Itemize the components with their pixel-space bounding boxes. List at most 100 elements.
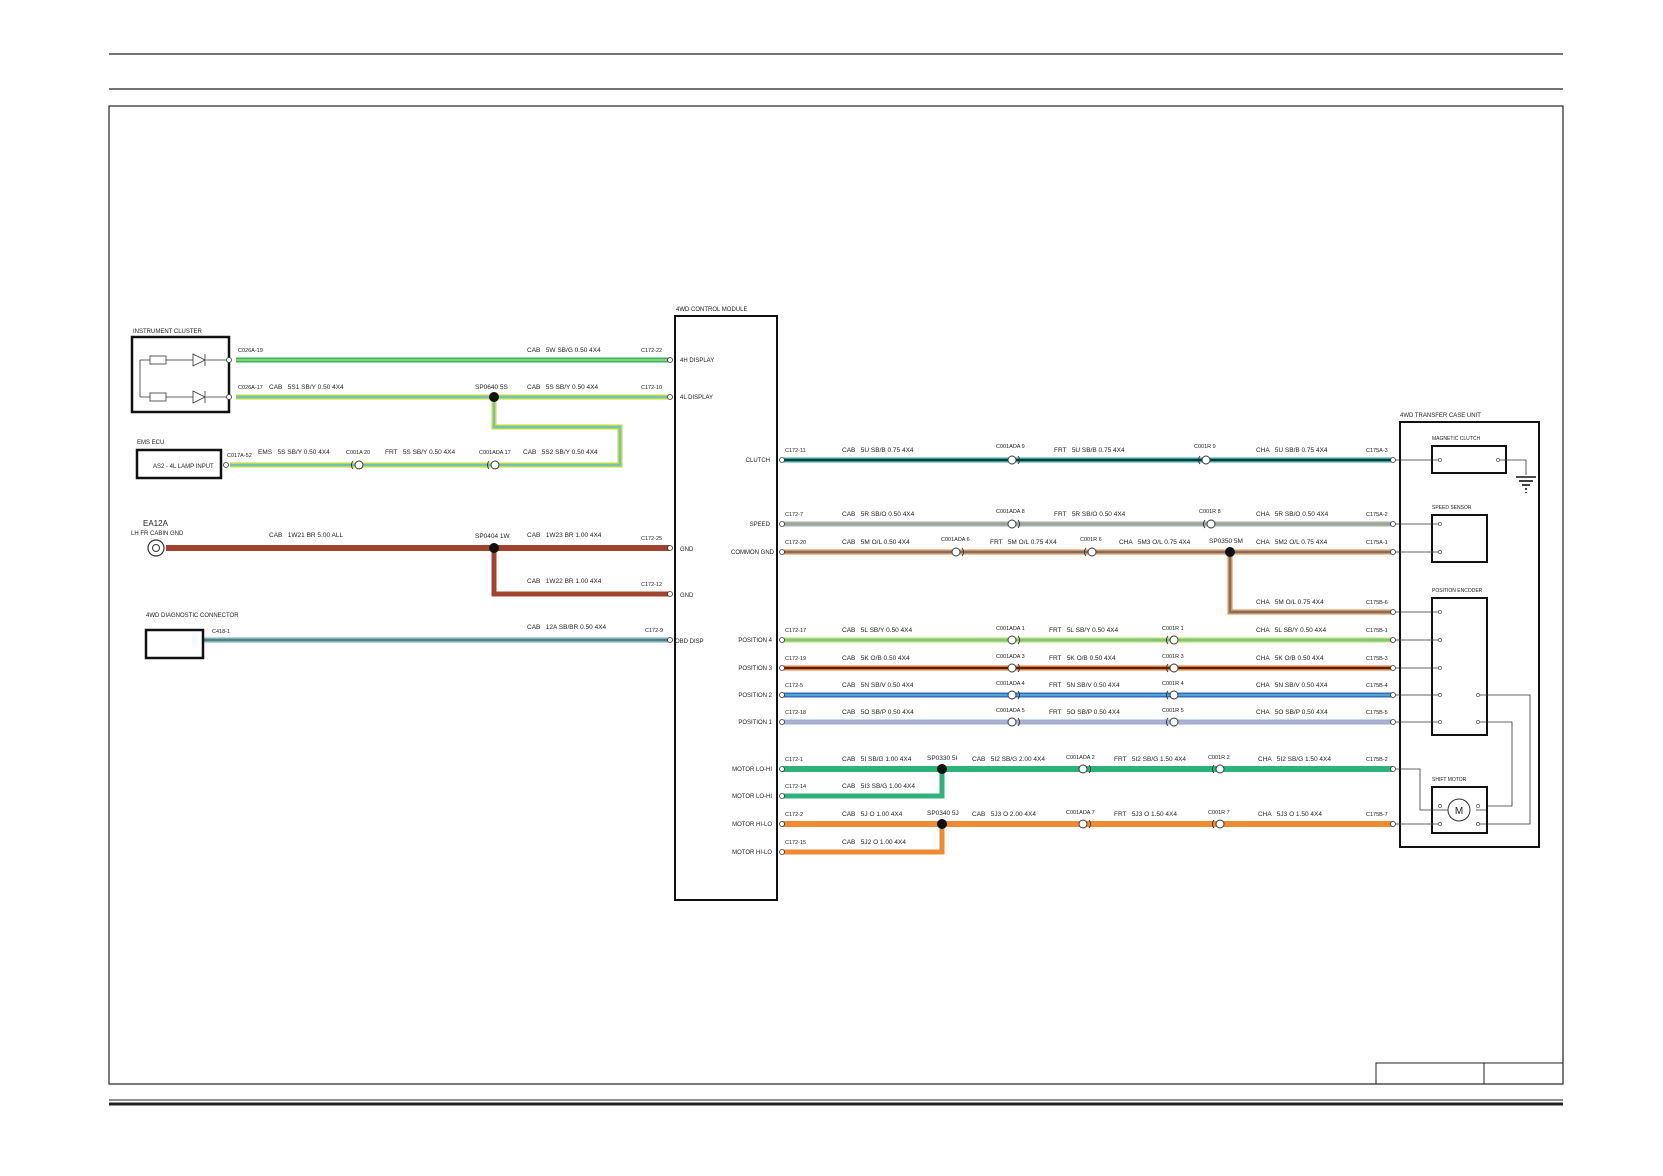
ground-eyelet-icon <box>147 539 165 557</box>
conn-label: C175A-3 <box>1366 448 1388 454</box>
conn-label: C172-10 <box>641 385 662 391</box>
conn-label: C418-1 <box>212 629 230 635</box>
wire-label: CAB 5J3 O 2.00 4X4 <box>972 811 1036 818</box>
wire-label: CAB 5J2 O 1.00 4X4 <box>842 839 906 846</box>
motor-symbol: M <box>1455 806 1463 817</box>
conn-label: C172-1 <box>785 757 803 763</box>
conn-label: C175B-5 <box>1366 710 1388 716</box>
wire-label: FRT 5S SB/Y 0.50 4X4 <box>385 449 455 456</box>
conn-label: C001R 4 <box>1162 681 1184 687</box>
inline-connector-r4-icon <box>1166 690 1179 700</box>
wire-5i-motor-lohi <box>782 766 1393 799</box>
wire-label: CAB 5O SB/P 0.50 4X4 <box>842 709 914 716</box>
wire-label: CAB 1W22 BR 1.00 4X4 <box>527 578 602 585</box>
wire-label: CAB 1W23 BR 1.00 4X4 <box>527 532 602 539</box>
wire-label: FRT 5J3 O 1.50 4X4 <box>1114 811 1177 818</box>
wire-label: CHA 5K O/B 0.50 4X4 <box>1256 655 1324 662</box>
pin-position-1: POSITION 1 <box>738 720 772 726</box>
conn-label: C172-7 <box>785 512 803 518</box>
magnetic-clutch-title: MAGNETIC CLUTCH <box>1432 436 1480 442</box>
conn-label: C001R 9 <box>1194 444 1216 450</box>
control-module-title: 4WD CONTROL MODULE <box>676 307 747 313</box>
wire-label: CAB 5K O/B 0.50 4X4 <box>842 655 910 662</box>
wire-label: FRT 5O SB/P 0.50 4X4 <box>1049 709 1120 716</box>
pin-position-3: POSITION 3 <box>738 666 772 672</box>
wire-label: CHA 5M2 O/L 0.75 4X4 <box>1256 539 1328 546</box>
pin-speed: SPEED <box>750 522 771 528</box>
inline-connector-r7-icon <box>1212 819 1225 829</box>
wire-label: CAB 5W SB/G 0.50 4X4 <box>527 347 601 354</box>
inline-connector-r8-icon <box>1203 519 1216 529</box>
wire-label: FRT 5R SB/O 0.50 4X4 <box>1054 511 1126 518</box>
splice-sp0350-icon <box>1225 547 1235 557</box>
splice-label: SP0330 5I <box>927 755 958 762</box>
page-frame <box>108 53 1564 1106</box>
wire-label: CHA 5O SB/P 0.50 4X4 <box>1256 709 1328 716</box>
motor-icon <box>1447 798 1471 822</box>
inline-connector-c001ada17-icon <box>487 460 500 470</box>
conn-label: C175A-2 <box>1366 512 1388 518</box>
pin-gnd-2: GND <box>680 593 694 599</box>
conn-label: C172-14 <box>785 784 806 790</box>
wire-label: CAB 5L SB/Y 0.50 4X4 <box>842 627 912 634</box>
wire-label: CAB 5S SB/Y 0.50 4X4 <box>527 384 598 391</box>
conn-label: C175B-2 <box>1366 757 1388 763</box>
ems-ecu-pin-label: AS2 - 4L LAMP INPUT <box>153 464 214 470</box>
pin-common-gnd: COMMON GND <box>731 550 775 556</box>
wire-label: CHA 5U SB/B 0.75 4X4 <box>1256 447 1328 454</box>
instrument-cluster: INSTRUMENT CLUSTER <box>130 329 232 414</box>
pin-clutch: CLUTCH <box>746 458 770 464</box>
wire-label: CHA 5I2 SB/G 1.50 4X4 <box>1258 756 1331 763</box>
inline-connector-c001a20-icon <box>351 460 364 470</box>
ground-label: LH FR CABIN GND <box>131 531 184 537</box>
ground-symbol-icon <box>1516 476 1536 493</box>
conn-label: C001R 3 <box>1162 654 1184 660</box>
splice-label: SP0404 1W <box>475 533 511 540</box>
pin-motor-lo-hi-1: MOTOR LO-HI <box>732 767 772 773</box>
wire-labels: CAB 5W SB/G 0.50 4X4 CAB 5S1 SB/Y 0.50 4… <box>258 347 1331 846</box>
wire-label: CAB 1W21 BR 5.00 ALL <box>269 532 343 539</box>
ground-ea12a: EA12A LH FR CABIN GND <box>131 519 184 557</box>
wire-label: CAB 5N SB/V 0.50 4X4 <box>842 682 914 689</box>
wire-5m-common <box>782 549 1393 615</box>
inline-connector-ada4-icon <box>1007 690 1020 700</box>
pin-position-2: POSITION 2 <box>738 693 772 699</box>
wire-label: CHA 5N SB/V 0.50 4X4 <box>1256 682 1328 689</box>
conn-label: C172-22 <box>641 348 662 354</box>
conn-label: C172-2 <box>785 812 803 818</box>
wire-label: CAB 5R SB/O 0.50 4X4 <box>842 511 915 518</box>
led-4l-icon <box>192 390 206 404</box>
splice-label: SP0350 5M <box>1209 538 1243 545</box>
conn-label: C175B-3 <box>1366 656 1388 662</box>
instrument-cluster-title: INSTRUMENT CLUSTER <box>133 329 203 335</box>
conn-label: C175B-7 <box>1366 812 1388 818</box>
conn-label: C172-5 <box>785 683 803 689</box>
conn-label: C001ADA 8 <box>996 509 1025 515</box>
pin-motor-lo-hi-2: MOTOR LO-HI <box>732 794 772 800</box>
led-4h-icon <box>192 353 206 367</box>
conn-label: C001R 6 <box>1080 537 1102 543</box>
pin-4l-display: 4L DISPLAY <box>680 395 713 401</box>
speed-sensor-title: SPEED SENSOR <box>1432 505 1472 511</box>
pin-4h-display: 4H DISPLAY <box>680 358 714 364</box>
diagnostic-connector: 4WD DIAGNOSTIC CONNECTOR <box>144 613 239 660</box>
inline-connector-ada2-icon <box>1078 764 1091 774</box>
conn-label: C001ADA 9 <box>996 444 1025 450</box>
wire-label: CAB 5M O/L 0.50 4X4 <box>842 539 910 546</box>
conn-label: C175A-1 <box>1366 540 1388 546</box>
conn-label: C175B-6 <box>1366 600 1388 606</box>
inline-connector-r1-icon <box>1166 635 1179 645</box>
wire-label: FRT 5M O/L 0.75 4X4 <box>990 539 1057 546</box>
wire-label: FRT 5N SB/V 0.50 4X4 <box>1049 682 1120 689</box>
conn-label: C172-18 <box>785 710 806 716</box>
wire-label: CAB 12A SB/BR 0.50 4X4 <box>527 624 607 631</box>
ems-ecu-title: EMS ECU <box>137 440 164 446</box>
conn-label: C001ADA 4 <box>996 681 1025 687</box>
conn-label: C172-20 <box>785 540 806 546</box>
conn-label: C172-11 <box>785 448 806 454</box>
splice-label: SP0340 5J <box>927 810 959 817</box>
wire-label: EMS 5S SB/Y 0.50 4X4 <box>258 449 330 456</box>
wire-label: CAB 5U SB/B 0.75 4X4 <box>842 447 914 454</box>
conn-label: C172-19 <box>785 656 806 662</box>
